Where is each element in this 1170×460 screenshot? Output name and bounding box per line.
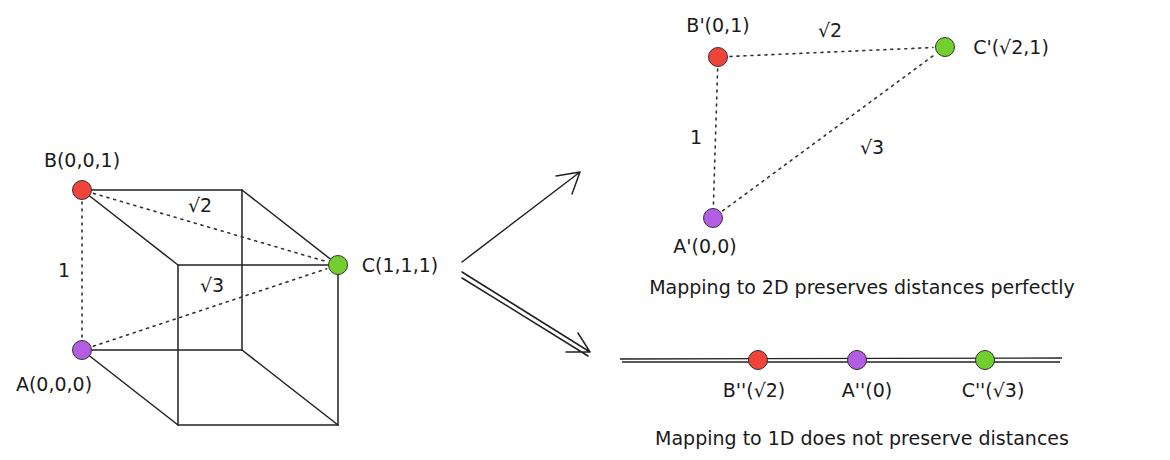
point-label: A'(0,0) <box>673 235 736 257</box>
distance-label: √3 <box>198 274 226 296</box>
point-marker: A(0,0,0) <box>72 340 92 360</box>
point-marker: C'(√2,1) <box>935 37 955 57</box>
point-label: A''(0) <box>842 379 892 401</box>
point-label: C(1,1,1) <box>362 254 438 276</box>
number-line <box>620 358 1062 362</box>
point-marker: C(1,1,1) <box>328 255 348 275</box>
distance-label: √3 <box>858 136 886 158</box>
mapping-caption: Mapping to 1D does not preserve distance… <box>653 427 1071 449</box>
distance-line <box>713 69 717 206</box>
distance-label: 1 <box>688 126 704 148</box>
point-label: B(0,0,1) <box>44 149 120 171</box>
distance-line <box>730 48 933 57</box>
cube-sketch <box>82 190 338 425</box>
distance-line <box>723 54 936 211</box>
point-marker: B''(√2) <box>748 350 768 370</box>
point-label: B''(√2) <box>723 379 786 401</box>
mapping-arrows <box>462 172 590 356</box>
point-label: A(0,0,0) <box>16 373 92 395</box>
point-marker: B'(0,1) <box>708 47 728 67</box>
point-marker: B(0,0,1) <box>72 180 92 200</box>
mapping-caption: Mapping to 2D preserves distances perfec… <box>647 276 1077 298</box>
point-label: C''(√3) <box>962 379 1025 401</box>
distance-line <box>81 202 83 338</box>
distance-line <box>93 269 326 346</box>
distance-label: 1 <box>56 259 72 281</box>
distance-label: √2 <box>186 194 214 216</box>
point-marker: A''(0) <box>847 350 867 370</box>
point-marker: C''(√3) <box>975 350 995 370</box>
distance-line <box>94 193 327 261</box>
point-label: C'(√2,1) <box>973 36 1049 58</box>
point-marker: A'(0,0) <box>703 208 723 228</box>
point-label: B'(0,1) <box>686 14 749 36</box>
distance-label: √2 <box>816 19 844 41</box>
